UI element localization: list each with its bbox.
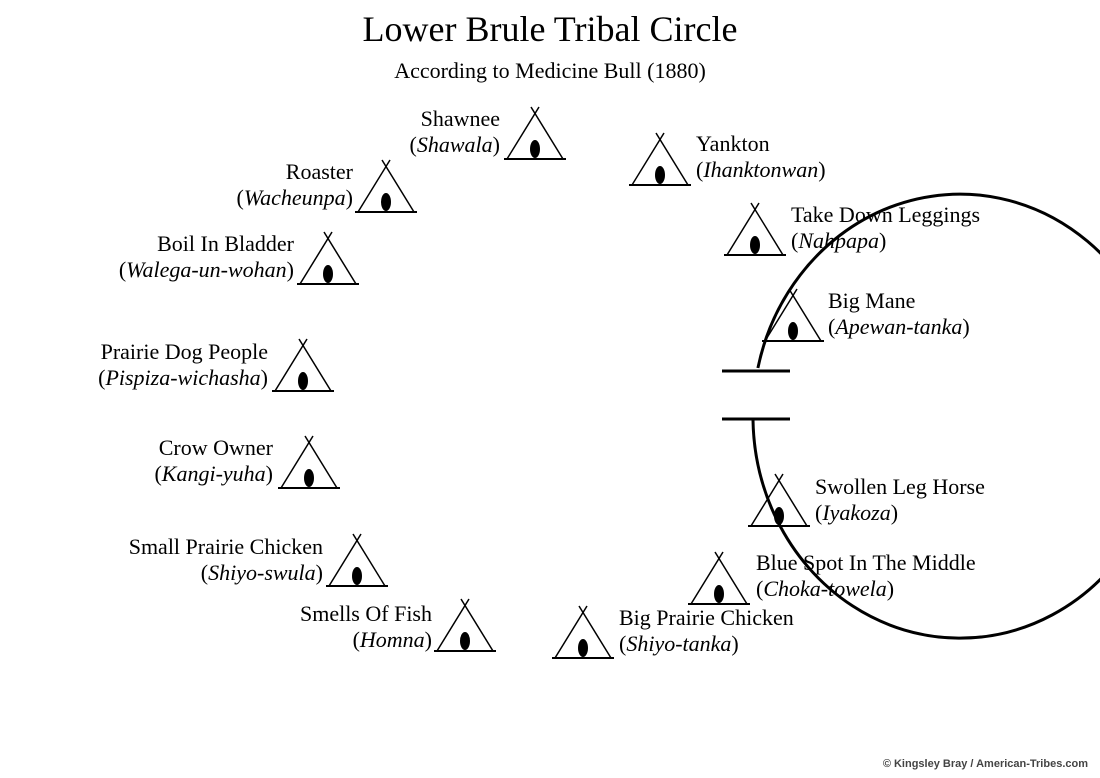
band-name-label: Crow Owner bbox=[159, 435, 274, 460]
tipi-icon bbox=[762, 288, 824, 342]
band-name-label: Swollen Leg Horse bbox=[815, 474, 985, 499]
band-name-label: Shawnee bbox=[421, 106, 500, 131]
band-smells-of-fish: Smells Of Fish(Homna) bbox=[300, 598, 496, 652]
band-big-mane: Big Mane(Apewan-tanka) bbox=[762, 288, 970, 342]
tipi-icon bbox=[629, 132, 691, 186]
tipi-icon bbox=[434, 598, 496, 652]
band-roaster: Roaster(Wacheunpa) bbox=[237, 159, 417, 213]
band-native-name-label: (Shiyo-swula) bbox=[201, 560, 323, 585]
band-name-label: Prairie Dog People bbox=[101, 339, 268, 364]
diagram-subtitle: According to Medicine Bull (1880) bbox=[394, 58, 706, 83]
band-native-name-label: (Pispiza-wichasha) bbox=[98, 365, 268, 390]
band-prairie-dog-people: Prairie Dog People(Pispiza-wichasha) bbox=[98, 338, 334, 392]
tipi-icon bbox=[326, 533, 388, 587]
band-name-label: Big Prairie Chicken bbox=[619, 605, 794, 630]
band-native-name-label: (Kangi-yuha) bbox=[154, 461, 273, 486]
band-shawnee: Shawnee(Shawala) bbox=[410, 106, 566, 160]
band-name-label: Small Prairie Chicken bbox=[129, 534, 323, 559]
tipi-icon bbox=[504, 106, 566, 160]
tipi-icon bbox=[355, 159, 417, 213]
band-native-name-label: (Iyakoza) bbox=[815, 500, 898, 525]
band-name-label: Roaster bbox=[286, 159, 354, 184]
band-name-label: Big Mane bbox=[828, 288, 915, 313]
tipi-icon bbox=[272, 338, 334, 392]
band-native-name-label: (Choka-towela) bbox=[756, 576, 894, 601]
tipi-icon bbox=[278, 435, 340, 489]
band-boil-in-bladder: Boil In Bladder(Walega-un-wohan) bbox=[119, 231, 359, 285]
band-native-name-label: (Shiyo-tanka) bbox=[619, 631, 739, 656]
band-big-prairie-chicken: Big Prairie Chicken(Shiyo-tanka) bbox=[552, 605, 794, 659]
band-small-prairie-chicken: Small Prairie Chicken(Shiyo-swula) bbox=[129, 533, 388, 587]
band-native-name-label: (Shawala) bbox=[410, 132, 500, 157]
band-native-name-label: (Walega-un-wohan) bbox=[119, 257, 294, 282]
band-yankton: Yankton(Ihanktonwan) bbox=[629, 131, 826, 186]
band-name-label: Take Down Leggings bbox=[791, 202, 980, 227]
tipi-icon bbox=[297, 231, 359, 285]
camp-circle bbox=[751, 192, 1100, 640]
diagram-title: Lower Brule Tribal Circle bbox=[362, 9, 738, 49]
band-name-label: Yankton bbox=[696, 131, 770, 156]
band-native-name-label: (Apewan-tanka) bbox=[828, 314, 970, 339]
band-name-label: Boil In Bladder bbox=[157, 231, 295, 256]
band-native-name-label: (Homna) bbox=[353, 627, 432, 652]
tipi-icon bbox=[552, 605, 614, 659]
band-name-label: Blue Spot In The Middle bbox=[756, 550, 976, 575]
band-take-down-leggings: Take Down Leggings(Nahpapa) bbox=[724, 202, 980, 256]
band-name-label: Smells Of Fish bbox=[300, 601, 432, 626]
band-native-name-label: (Nahpapa) bbox=[791, 228, 886, 253]
band-native-name-label: (Ihanktonwan) bbox=[696, 157, 826, 182]
band-swollen-leg-horse: Swollen Leg Horse(Iyakoza) bbox=[748, 473, 985, 527]
band-blue-spot-in-the-middle: Blue Spot In The Middle(Choka-towela) bbox=[688, 550, 976, 605]
band-crow-owner: Crow Owner(Kangi-yuha) bbox=[154, 435, 340, 489]
copyright-credit: © Kingsley Bray / American-Tribes.com bbox=[882, 758, 1088, 770]
tipi-icon bbox=[688, 551, 750, 605]
band-native-name-label: (Wacheunpa) bbox=[237, 185, 354, 210]
tipi-icon bbox=[724, 202, 786, 256]
tipi-icon bbox=[748, 473, 810, 527]
